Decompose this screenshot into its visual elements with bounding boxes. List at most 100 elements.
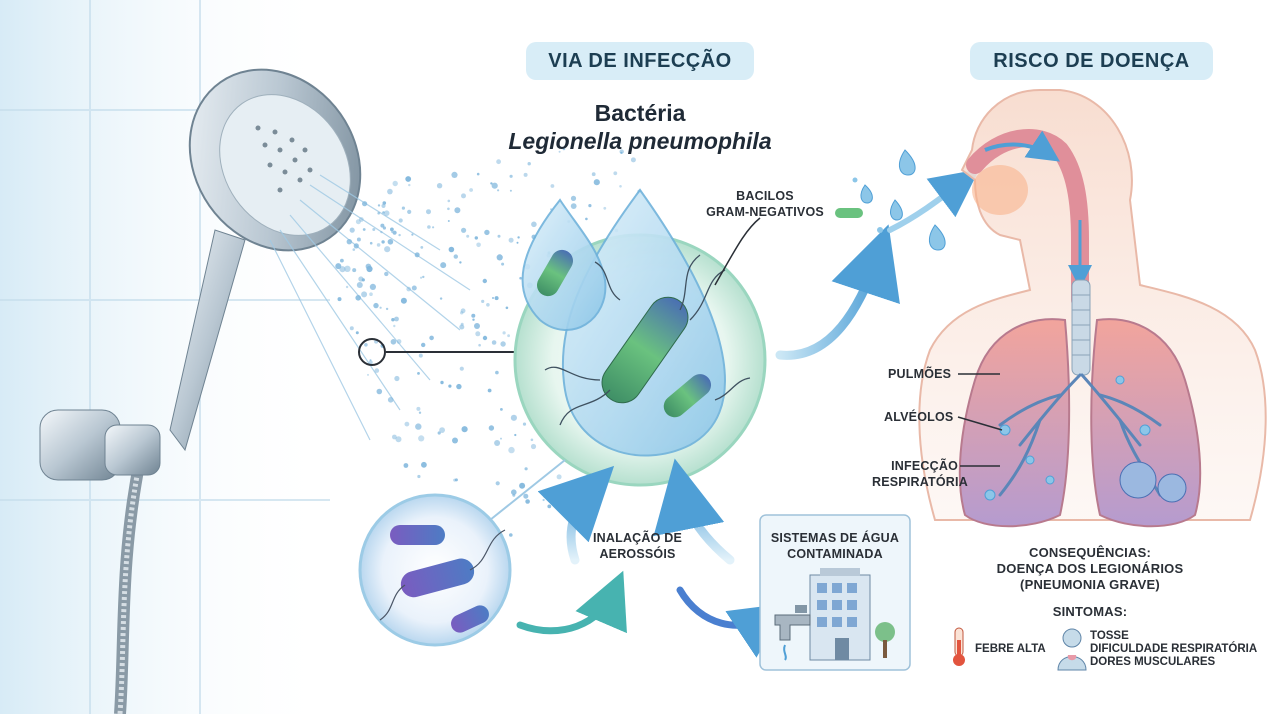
droplet: [335, 263, 342, 270]
droplet: [509, 189, 512, 192]
droplet: [482, 335, 488, 341]
droplet: [390, 339, 397, 345]
droplet: [416, 406, 421, 411]
droplet: [497, 189, 500, 192]
label-infection-line2: RESPIRATÓRIA: [872, 475, 968, 489]
droplet: [613, 171, 618, 176]
droplet: [344, 265, 351, 272]
person-cough-icon: [1057, 628, 1087, 671]
droplet: [469, 188, 473, 192]
droplet: [570, 195, 577, 201]
droplet: [448, 384, 452, 388]
droplet: [501, 262, 505, 266]
droplet: [475, 331, 481, 337]
droplet: [383, 210, 390, 216]
droplet: [591, 172, 596, 177]
droplet: [417, 372, 420, 375]
droplet: [426, 209, 431, 215]
droplet: [550, 184, 555, 188]
droplet: [500, 408, 503, 411]
pill-disease-risk: RISCO DE DOENÇA: [970, 42, 1213, 80]
droplet: [387, 188, 393, 195]
lung-leaders: [957, 373, 1003, 467]
bacilli-leader: [714, 217, 761, 286]
droplet: [502, 331, 506, 335]
droplet: [380, 230, 383, 234]
droplet: [474, 236, 478, 240]
droplet: [460, 322, 464, 326]
droplet: [427, 225, 431, 229]
droplet: [448, 246, 455, 253]
droplet: [500, 341, 506, 347]
droplet: [559, 486, 564, 491]
droplet: [514, 433, 517, 437]
droplet: [393, 324, 396, 328]
droplet: [353, 243, 359, 249]
label-water-line1: SISTEMAS DE ÁGUA: [770, 531, 900, 545]
droplet: [432, 226, 435, 229]
droplet: [346, 239, 352, 245]
droplet: [491, 340, 497, 345]
droplet: [490, 182, 493, 185]
droplet: [436, 183, 443, 189]
droplet: [453, 478, 457, 482]
droplet: [517, 236, 520, 239]
droplet: [417, 474, 421, 479]
droplet: [337, 297, 342, 302]
bacteria-bubble: [513, 188, 767, 487]
consequences-heading: CONSEQUÊNCIAS:: [1029, 545, 1151, 560]
droplet: [420, 246, 424, 249]
droplet: [356, 282, 363, 288]
droplet: [367, 373, 369, 376]
droplet: [355, 295, 362, 301]
droplet: [531, 221, 537, 228]
droplet: [481, 299, 485, 303]
label-lungs: PULMÕES: [888, 367, 952, 381]
droplet: [377, 204, 381, 207]
droplet: [381, 240, 385, 244]
droplet: [494, 296, 499, 301]
droplet: [401, 206, 405, 210]
droplet: [349, 326, 354, 331]
droplet: [376, 243, 381, 247]
droplet: [415, 423, 422, 430]
droplet: [511, 489, 517, 496]
droplet: [349, 227, 355, 233]
droplet: [392, 180, 398, 187]
droplet: [547, 504, 552, 509]
droplet: [593, 179, 600, 186]
droplet: [447, 207, 450, 211]
droplet: [440, 380, 444, 385]
bacteria-bubble-small: [358, 493, 512, 647]
droplet: [478, 343, 481, 347]
droplet: [519, 482, 526, 489]
droplet: [509, 533, 513, 537]
droplet: [466, 234, 470, 238]
droplet: [487, 388, 492, 393]
droplet: [524, 467, 528, 471]
droplet: [414, 252, 420, 258]
droplet: [570, 203, 577, 210]
shower-head-icon: [39, 68, 362, 714]
droplet: [358, 217, 364, 222]
droplet: [356, 237, 361, 242]
droplet: [352, 268, 357, 273]
magnify-callout: [358, 338, 520, 366]
droplet: [556, 474, 562, 480]
consequences-block: CONSEQUÊNCIAS: DOENÇA DOS LEGIONÁRIOS (P…: [985, 545, 1195, 593]
label-infection-line1: INFECÇÃO: [891, 459, 958, 473]
droplet: [392, 434, 397, 440]
droplet: [391, 318, 395, 322]
droplet: [398, 233, 401, 237]
droplet: [392, 230, 397, 235]
droplet: [472, 318, 475, 321]
droplet: [512, 493, 516, 497]
droplet: [395, 436, 402, 443]
droplet: [491, 182, 498, 189]
droplet: [418, 353, 423, 358]
consequences-line2: (PNEUMONIA GRAVE): [1020, 577, 1160, 592]
droplet: [496, 254, 503, 261]
droplet: [508, 446, 515, 454]
droplet: [384, 246, 391, 253]
